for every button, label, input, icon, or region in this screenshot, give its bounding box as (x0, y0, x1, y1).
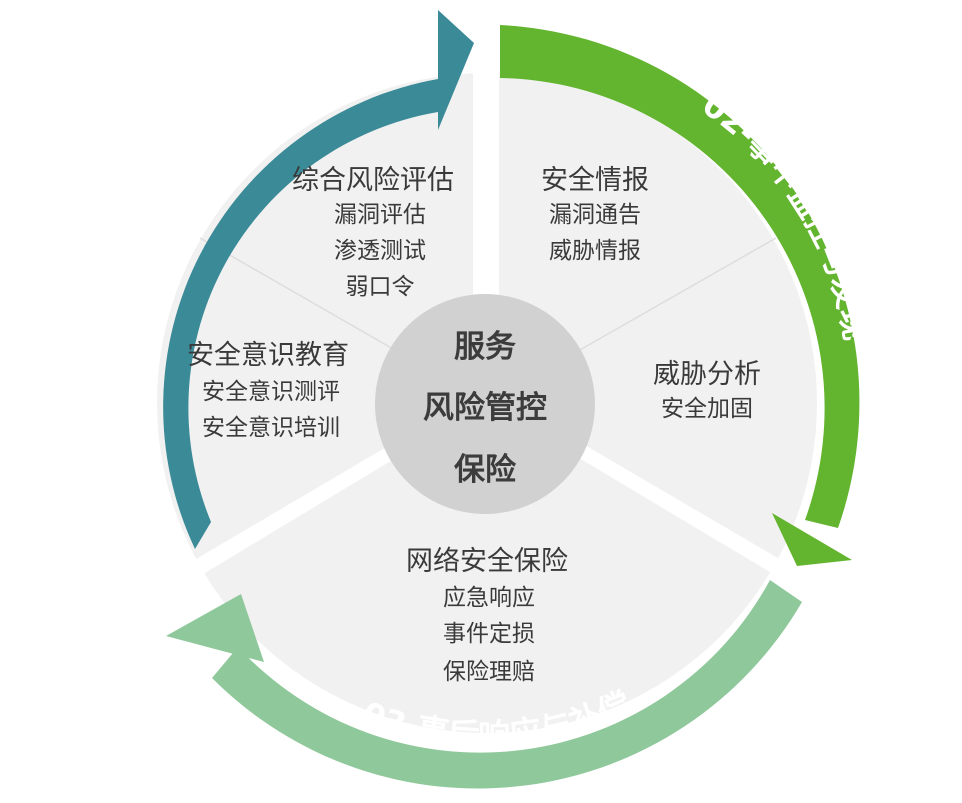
segment-item: 保险理赔 (443, 659, 535, 685)
segment-item: 安全加固 (661, 396, 753, 422)
arrow-head-02 (772, 513, 852, 566)
center-hub: 服务 风险管控 保险 (375, 294, 595, 514)
segment-title: 网络安全保险 (406, 546, 568, 577)
segment-item: 应急响应 (443, 585, 535, 611)
segment-awareness-education: 安全意识教育 安全意识测评 安全意识培训 (187, 340, 349, 441)
segment-title: 安全情报 (541, 165, 649, 196)
segment-threat-analysis: 威胁分析 安全加固 (653, 359, 761, 422)
segment-item: 弱口令 (346, 274, 415, 300)
phase-arc-02 (500, 25, 860, 528)
hub-line-2: 风险管控 (423, 390, 547, 426)
segment-title: 安全意识教育 (187, 340, 349, 371)
segment-item: 安全意识培训 (202, 415, 340, 441)
segment-item: 渗透测试 (334, 238, 426, 264)
arrow-head-03 (166, 594, 264, 662)
segment-cyber-insurance: 网络安全保险 应急响应 事件定损 保险理赔 (406, 546, 568, 685)
phase-arc-03 (212, 580, 802, 789)
segment-item: 安全意识测评 (202, 379, 340, 405)
segment-title: 威胁分析 (653, 359, 761, 390)
hub-line-3: 保险 (454, 452, 517, 488)
segment-security-intel: 安全情报 漏洞通告 威胁情报 (541, 165, 649, 264)
segment-item: 漏洞评估 (334, 202, 426, 228)
arrow-head-01 (438, 10, 474, 130)
hub-circle (375, 294, 595, 514)
segment-risk-assessment: 综合风险评估 漏洞评估 渗透测试 弱口令 (292, 165, 454, 300)
phase-arc-01 (163, 79, 438, 549)
segment-item: 威胁情报 (549, 238, 641, 264)
hub-line-1: 服务 (454, 329, 516, 365)
segment-item: 漏洞通告 (549, 202, 641, 228)
segment-item: 事件定损 (443, 621, 535, 647)
segment-title: 综合风险评估 (292, 165, 454, 196)
